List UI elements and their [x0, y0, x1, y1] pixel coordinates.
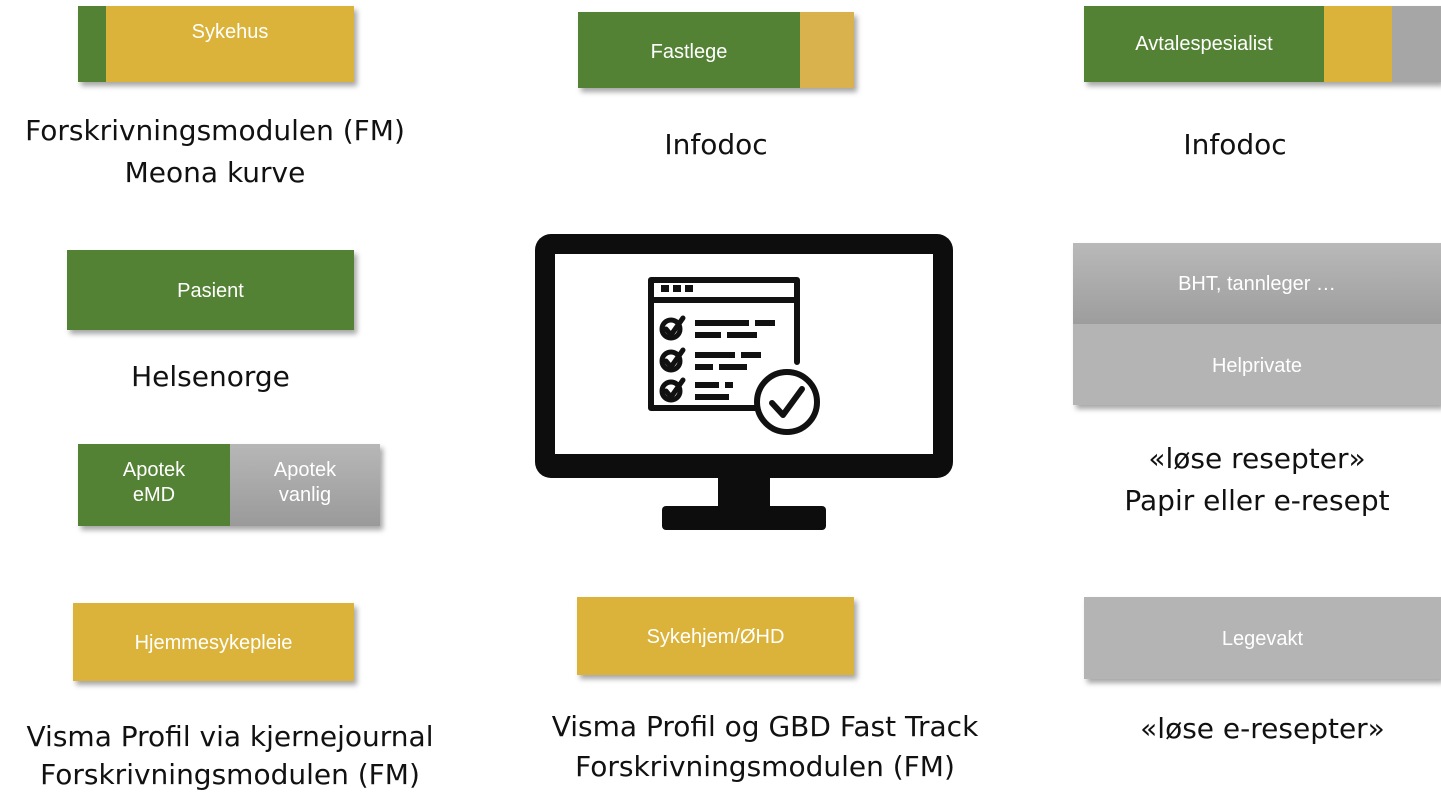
apotek-vanlig-panel: Apotek vanlig [230, 444, 380, 526]
sykehus-green-band [78, 6, 106, 82]
avtalespesialist-label: Avtalespesialist [1135, 33, 1273, 55]
pasient-label: Pasient [177, 280, 244, 302]
fastlege-green-band [578, 12, 800, 88]
apotek-vanlig-label: Apotek vanlig [273, 459, 337, 506]
avtalespesialist-green-band [1084, 6, 1324, 82]
sykehjem-caption-1: Visma Profil og GBD Fast Track [551, 710, 979, 743]
helprivate-label: Helprivate [1211, 355, 1303, 377]
legevakt-box: Legevakt [1084, 597, 1441, 679]
sykehjem-caption-2: Forskrivningsmodulen (FM) [575, 750, 955, 783]
hjemmesykepleie-caption-2: Forskrivningsmodulen (FM) [40, 758, 420, 791]
fastlege-caption: Infodoc [664, 128, 768, 161]
hjemmesykepleie-box: Hjemmesykepleie [73, 603, 354, 681]
privat-caption-1: «løse resepter» [1148, 442, 1366, 475]
bht-helprivate-box: BHT, tannleger … Helprivate [1073, 243, 1441, 405]
monitor-checklist-icon [535, 234, 953, 530]
avtalespesialist-box: Avtalespesialist [1084, 6, 1441, 82]
apotek-emd-panel: Apotek eMD [78, 444, 230, 526]
pasient-box: Pasient [67, 250, 354, 330]
sykehus-label: Sykehus [191, 21, 269, 43]
sykehjem-box: Sykehjem/ØHD [577, 597, 854, 675]
sykehjem-label: Sykehjem/ØHD [646, 626, 785, 648]
bht-panel: BHT, tannleger … [1073, 243, 1441, 324]
apotek-box: Apotek eMD Apotek vanlig [78, 444, 380, 526]
legevakt-caption: «løse e-resepter» [1140, 712, 1385, 745]
hjemmesykepleie-caption-1: Visma Profil via kjernejournal [26, 720, 434, 753]
apotek-emd-label: Apotek eMD [122, 459, 186, 506]
bht-label: BHT, tannleger … [1178, 273, 1336, 295]
fastlege-label: Fastlege [650, 41, 728, 63]
helprivate-panel: Helprivate [1073, 324, 1441, 405]
avtalespesialist-yellow-band [1324, 6, 1392, 82]
privat-caption-2: Papir eller e-resept [1124, 484, 1390, 517]
hjemmesykepleie-label: Hjemmesykepleie [134, 632, 293, 654]
pasient-caption: Helsenorge [131, 360, 290, 393]
sykehus-caption-1: Forskrivningsmodulen (FM) [25, 114, 405, 147]
legevakt-label: Legevakt [1221, 628, 1304, 650]
fastlege-box: Fastlege [578, 12, 854, 88]
sykehus-box: Sykehus [78, 6, 354, 82]
avtalespesialist-caption: Infodoc [1183, 128, 1287, 161]
sykehus-caption-2: Meona kurve [124, 156, 306, 189]
